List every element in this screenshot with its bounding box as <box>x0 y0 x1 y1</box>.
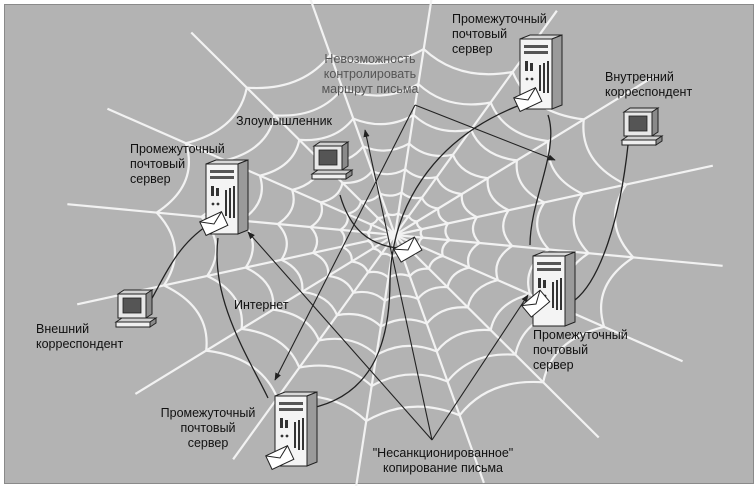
label-internal-correspondent: Внутренний корреспондент <box>605 70 692 100</box>
label-attacker: Злоумышленник <box>236 114 333 128</box>
label-line: Промежуточный <box>452 12 547 26</box>
label-line: Невозможность <box>324 52 416 66</box>
label-line: Промежуточный <box>533 328 628 342</box>
label-line: Промежуточный <box>130 142 225 156</box>
label-line: маршрут письма <box>321 82 419 96</box>
label-line: почтовый <box>533 343 589 357</box>
label-line: Промежуточный <box>160 406 256 420</box>
web-ring <box>308 167 481 303</box>
web-spoke <box>394 164 714 237</box>
label-line: сервер <box>187 436 229 450</box>
label-line: сервер <box>452 42 493 56</box>
label-line: корреспондент <box>36 337 124 351</box>
label-server-top: Промежуточный почтовый сервер <box>452 12 547 57</box>
label-server-right: Промежуточный почтовый сервер <box>533 328 628 373</box>
label-server-left: Промежуточный почтовый сервер <box>130 142 225 187</box>
label-line: сервер <box>130 172 171 186</box>
label-internet: Интернет <box>234 298 289 312</box>
label-line: почтовый <box>180 421 236 435</box>
label-line: сервер <box>533 358 574 372</box>
label-server-bottom: Промежуточный почтовый сервер <box>152 406 264 451</box>
label-line: "Несанкционированное" <box>372 446 514 460</box>
label-line: Внутренний <box>605 70 674 84</box>
label-line: Внешний <box>36 322 90 336</box>
label-line: копирование письма <box>382 461 504 475</box>
label-line: почтовый <box>130 157 186 171</box>
web-ring <box>276 142 514 328</box>
workstation-icon-internal <box>621 107 663 146</box>
label-line: почтовый <box>452 27 508 41</box>
arrows <box>247 104 556 441</box>
label-line: корреспондент <box>605 85 693 99</box>
workstation-icon-attacker <box>311 141 353 180</box>
web-ring <box>338 191 451 279</box>
label-unauthorized-copy: "Несанкционированное" копирование письма <box>358 446 528 476</box>
label-external-correspondent: Внешний корреспондент <box>36 322 123 352</box>
label-uncontrolled-route: Невозможность контролировать маршрут пис… <box>314 52 426 97</box>
web-ring <box>199 82 590 388</box>
label-line: контролировать <box>323 67 417 81</box>
